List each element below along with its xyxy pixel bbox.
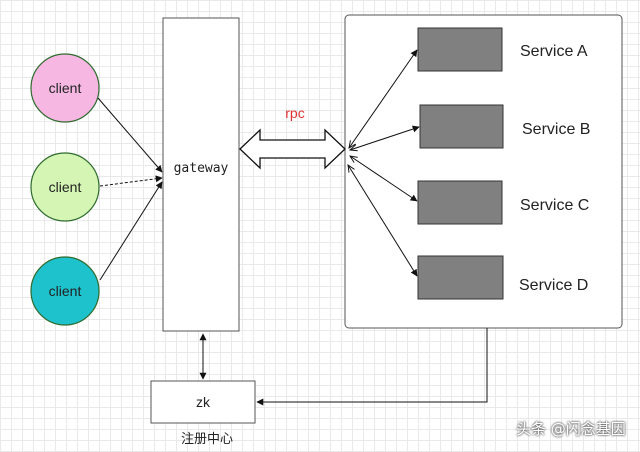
rpc-label: rpc [285,105,304,121]
service-registration-arrow [256,328,488,406]
registry-label: zk [196,394,211,410]
service-box [419,104,504,149]
service-box [417,255,504,300]
client-node: client [30,256,100,326]
client-to-gateway-arrow [99,175,163,187]
gateway-to-service-arrow [350,127,419,150]
client-label: client [49,179,82,195]
client-to-gateway-arrow [99,181,163,281]
client-node: client [30,152,100,222]
client-circle [30,152,100,222]
gateway-box [162,17,240,332]
client-label: client [49,283,82,299]
gateway-to-service-arrow [348,165,418,276]
service-label: Service B [522,121,590,138]
gateway-label: gateway [174,161,229,176]
client-circle [30,53,100,123]
watermark: 头条 @闪念基因 [516,420,626,438]
rpc-double-arrow [239,128,346,170]
client-circle [30,256,100,326]
service-label: Service D [519,277,588,294]
service-box [417,27,503,72]
client-label: client [49,80,82,96]
service-box [417,180,503,225]
registry-caption: 注册中心 [181,432,233,447]
client-to-gateway-arrow [97,97,163,173]
service-label: Service A [520,43,588,60]
client-node: client [30,53,100,123]
registry-box [150,380,256,424]
service-label: Service C [520,197,589,214]
